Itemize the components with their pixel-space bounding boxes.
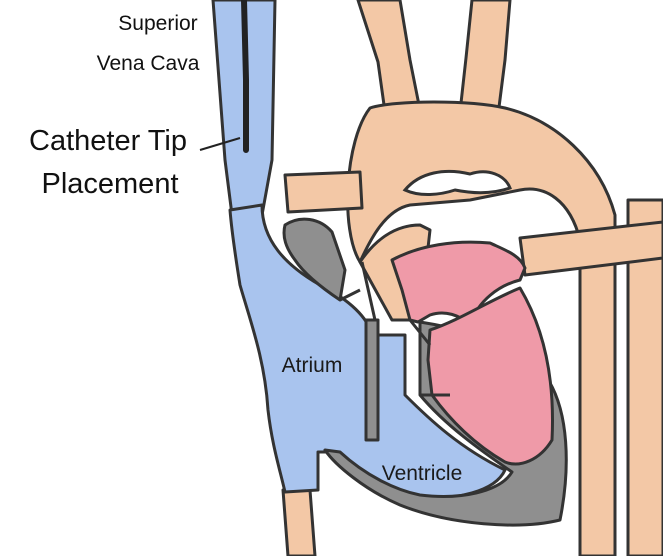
catheter-tip-label-line2: Placement xyxy=(41,168,178,200)
svc-label-line2: Vena Cava xyxy=(97,52,200,75)
septum xyxy=(366,320,378,440)
catheter-line xyxy=(244,0,246,150)
pulmonary-artery-left xyxy=(285,172,362,212)
svc-label-line1: Superior xyxy=(118,12,197,35)
ventricle-label: Ventricle xyxy=(382,462,463,485)
catheter xyxy=(244,0,246,150)
catheter-tip-label-line1: Catheter Tip xyxy=(29,125,187,157)
atrium-label: Atrium xyxy=(282,354,343,377)
inferior-vessel xyxy=(283,490,315,556)
